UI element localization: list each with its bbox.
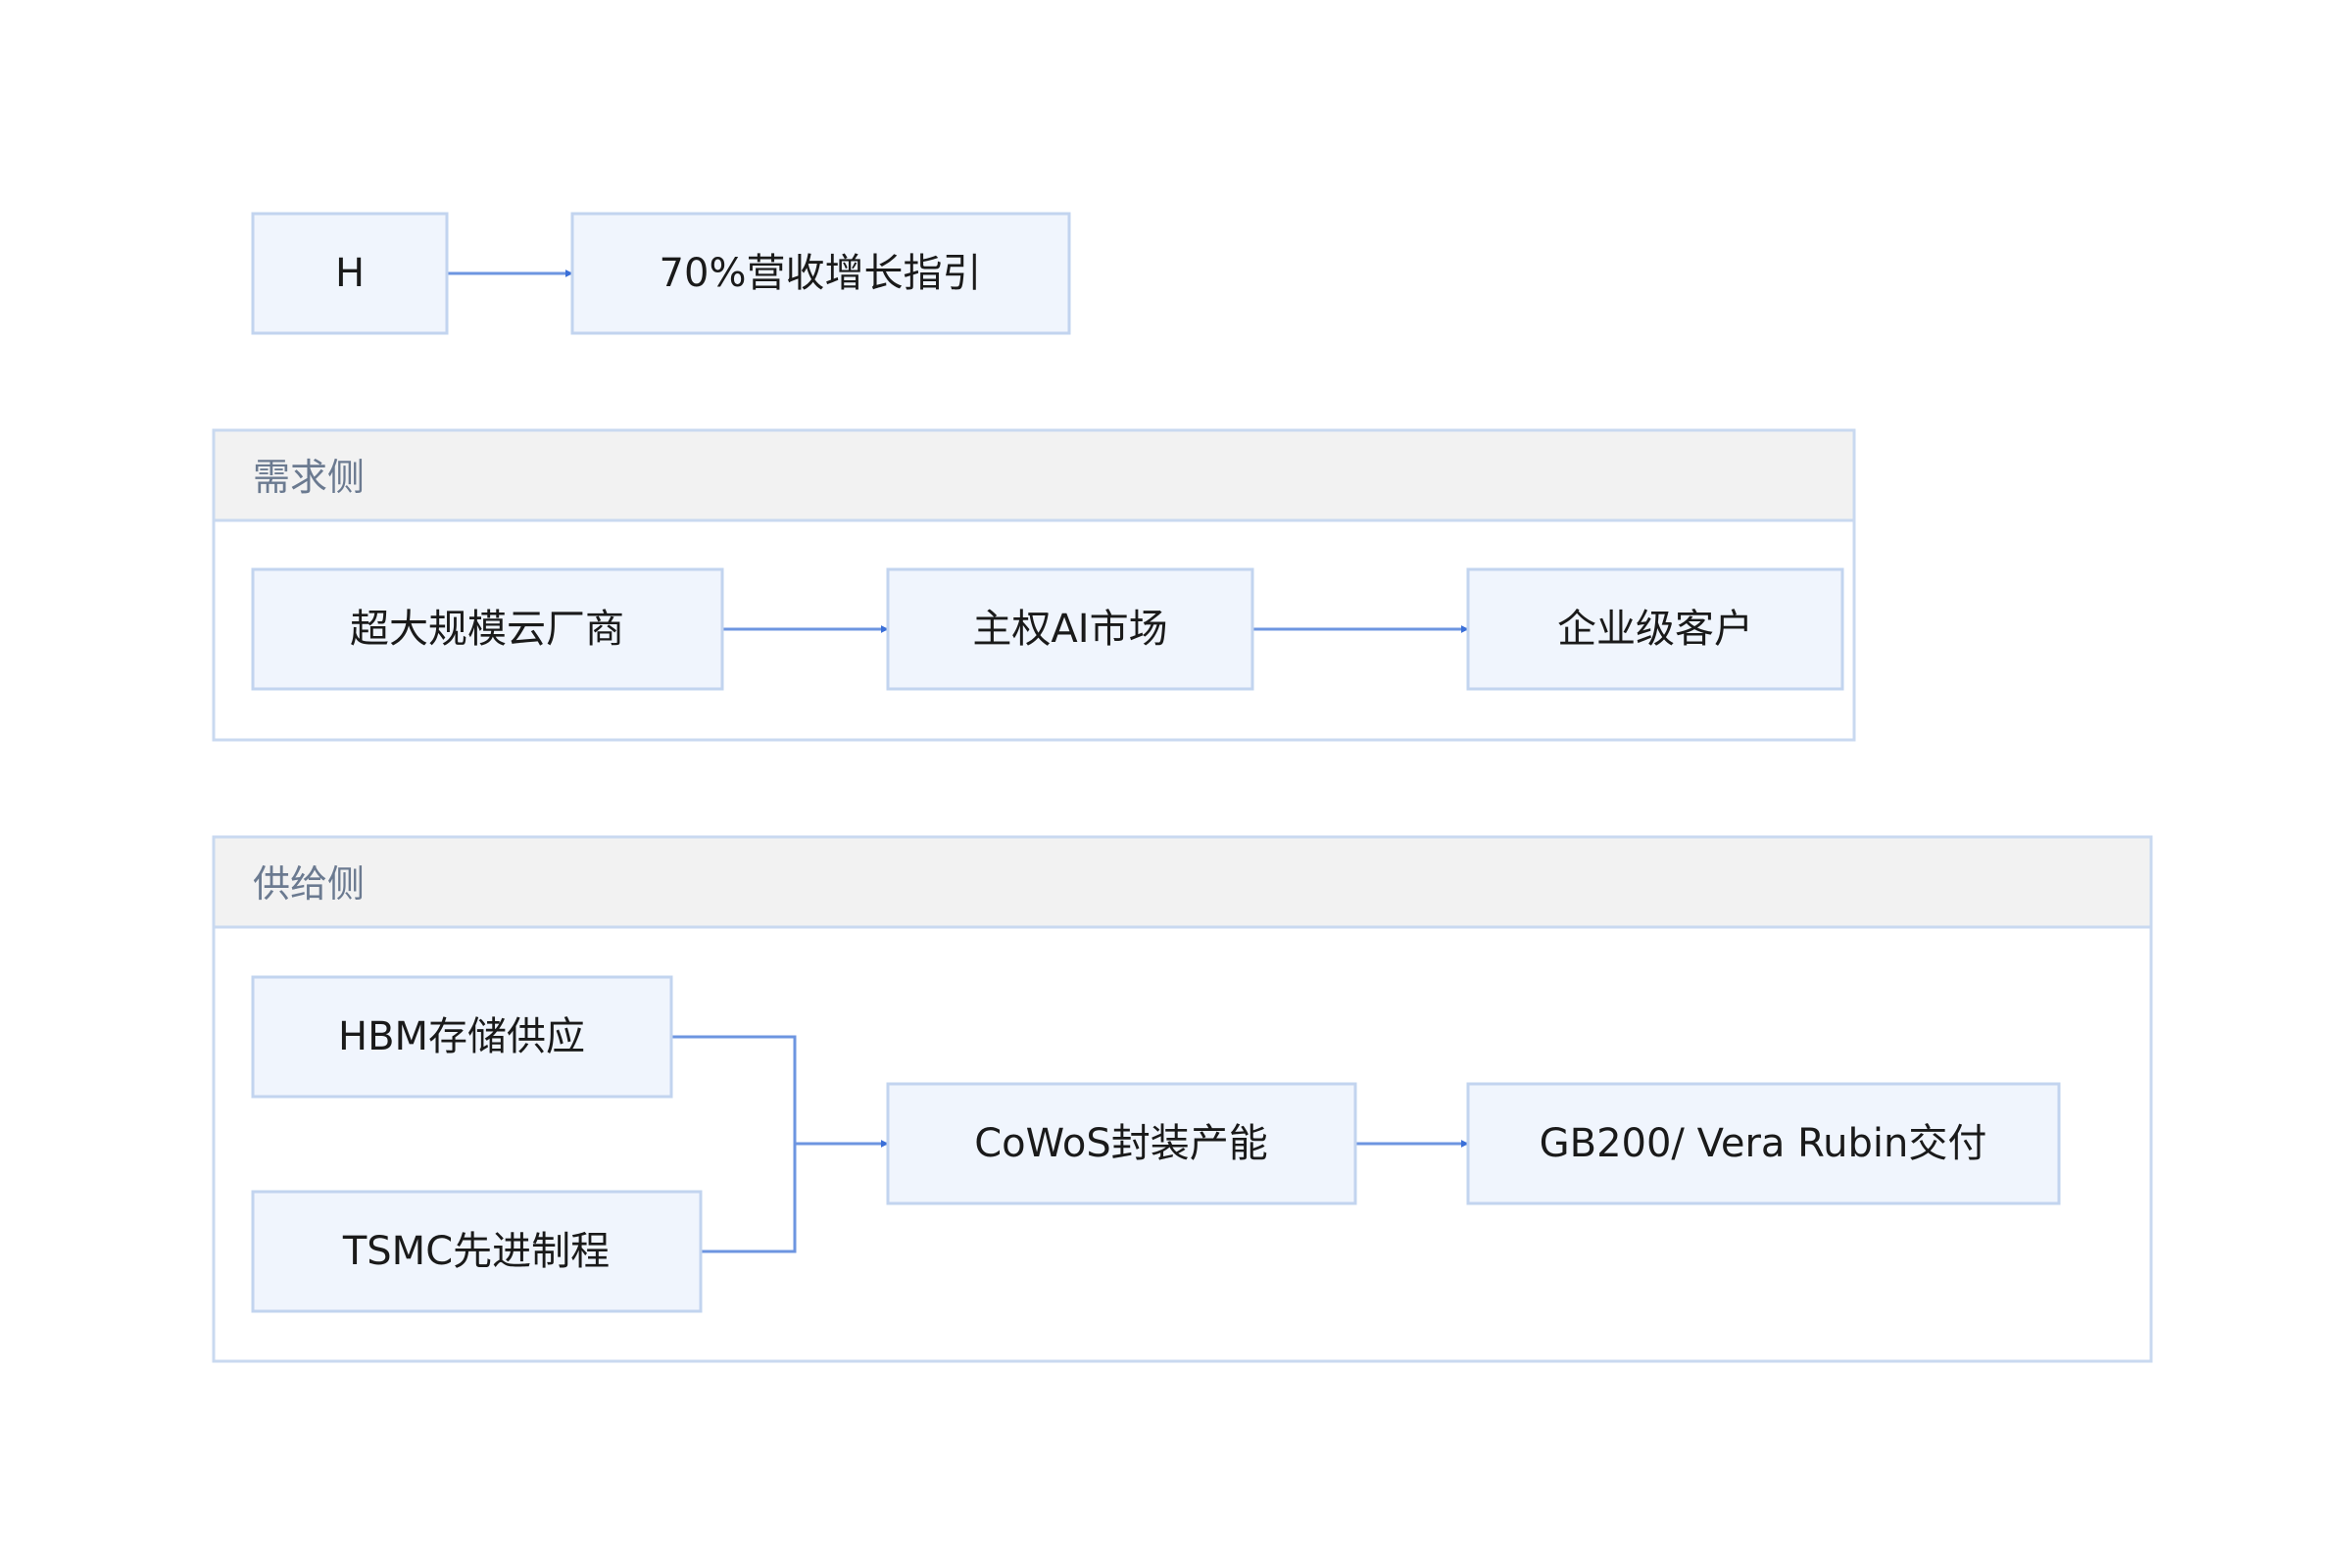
node-hyperscale-cloud-box bbox=[251, 567, 724, 691]
edge-hbm-to-cowos bbox=[671, 1035, 889, 1148]
node-hyperscale-cloud: 超大规模云厂商 bbox=[251, 567, 724, 691]
node-hbm-supply: HBM存储供应 bbox=[251, 975, 673, 1099]
node-revenue-guidance-box bbox=[570, 212, 1071, 335]
node-cowos-capacity-label: CoWoS封装产能 bbox=[974, 1121, 1267, 1166]
node-sovereign-ai: 主权AI市场 bbox=[886, 567, 1254, 691]
node-hbm-supply-label: HBM存储供应 bbox=[338, 1014, 585, 1059]
node-enterprise-label: 企业级客户 bbox=[1557, 607, 1753, 652]
group-supply-header bbox=[212, 835, 2153, 929]
node-gb200-delivery-box bbox=[1466, 1082, 2061, 1205]
node-revenue-guidance: 70%营收增长指引 bbox=[570, 212, 1071, 335]
node-cowos-capacity: CoWoS封装产能 bbox=[886, 1082, 1357, 1205]
node-tsmc-process-box bbox=[251, 1190, 703, 1313]
node-enterprise: 企业级客户 bbox=[1466, 567, 1844, 691]
node-hbm-supply-box bbox=[251, 975, 673, 1099]
node-enterprise-box bbox=[1466, 567, 1844, 691]
node-h-box bbox=[251, 212, 449, 335]
node-hyperscale-cloud-label: 超大规模云厂商 bbox=[350, 607, 624, 652]
node-tsmc-process-label: TSMC先进制程 bbox=[342, 1229, 610, 1274]
node-h-label: H bbox=[335, 251, 365, 296]
node-gb200-delivery-label: GB200/ Vera Rubin交付 bbox=[1540, 1121, 1987, 1166]
group-demand-title: 需求侧 bbox=[253, 456, 365, 499]
node-sovereign-ai-label: 主权AI市场 bbox=[972, 607, 1167, 652]
edges bbox=[447, 270, 1469, 1253]
edge-tsmc-to-cowos bbox=[701, 1144, 797, 1253]
node-tsmc-process: TSMC先进制程 bbox=[251, 1190, 703, 1313]
node-revenue-guidance-label: 70%营收增长指引 bbox=[660, 251, 982, 296]
node-cowos-capacity-box bbox=[886, 1082, 1357, 1205]
node-sovereign-ai-box bbox=[886, 567, 1254, 691]
node-gb200-delivery: GB200/ Vera Rubin交付 bbox=[1466, 1082, 2061, 1205]
node-h: H bbox=[251, 212, 449, 335]
group-supply-title: 供给侧 bbox=[253, 862, 365, 906]
group-demand-header bbox=[212, 428, 1856, 522]
